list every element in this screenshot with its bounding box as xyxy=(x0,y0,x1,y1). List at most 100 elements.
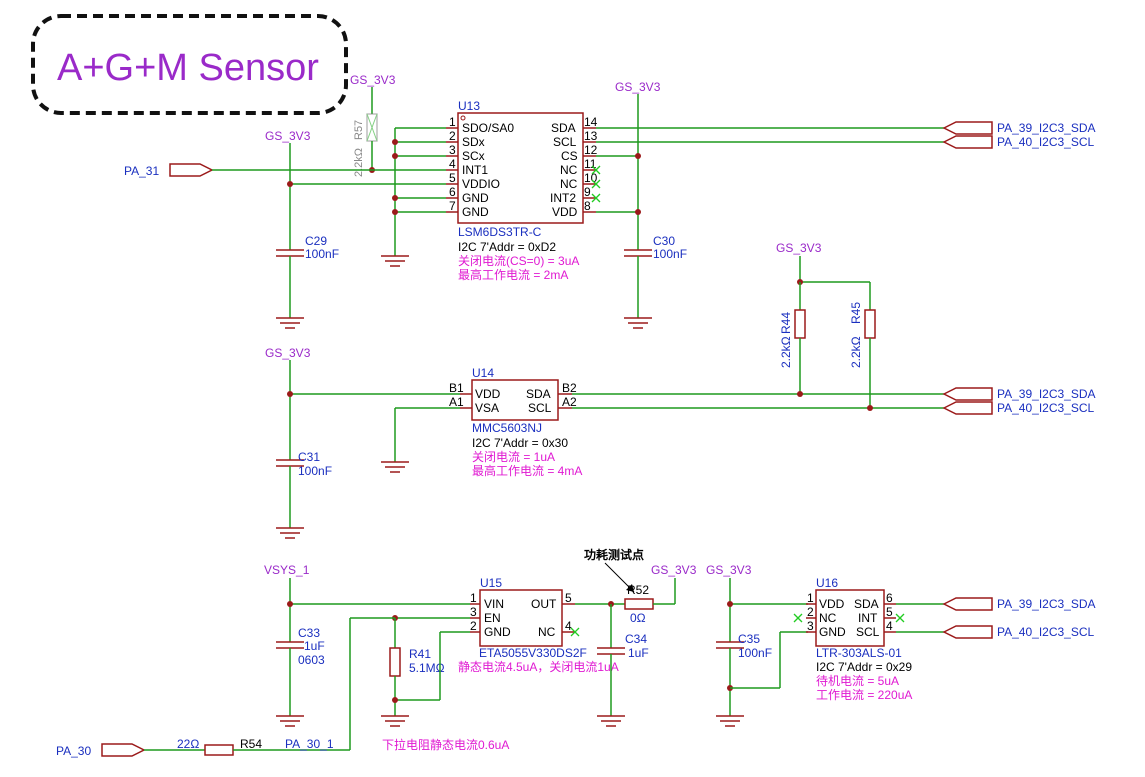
c29-value: 100nF xyxy=(305,247,339,261)
u16-note1: 待机电流 = 5uA xyxy=(816,674,899,688)
port-sda-1 xyxy=(942,121,993,135)
no-connect-markers xyxy=(591,165,601,203)
net-label-scl-3: PA_40_I2C3_SCL xyxy=(997,625,1095,639)
ground-symbol xyxy=(597,715,625,727)
svg-text:8: 8 xyxy=(584,199,591,213)
svg-text:4: 4 xyxy=(565,619,572,633)
svg-text:CS: CS xyxy=(561,149,578,163)
svg-text:12: 12 xyxy=(584,143,598,157)
svg-text:GND: GND xyxy=(462,191,489,205)
svg-text:5: 5 xyxy=(449,171,456,185)
net-label-sda-3: PA_39_I2C3_SDA xyxy=(997,597,1096,611)
r54-value: 22Ω xyxy=(177,737,199,751)
svg-text:SCL: SCL xyxy=(856,625,880,639)
u15-part: ETA5055V330DS2F xyxy=(479,646,587,660)
svg-text:INT: INT xyxy=(858,611,878,625)
svg-text:SDA: SDA xyxy=(854,597,879,611)
u16-note2: 工作电流 = 220uA xyxy=(816,688,912,702)
svg-text:SDO/SA0: SDO/SA0 xyxy=(462,121,514,135)
svg-text:A1: A1 xyxy=(449,395,464,409)
svg-text:SDA: SDA xyxy=(551,121,576,135)
svg-text:4: 4 xyxy=(449,157,456,171)
svg-text:VDD: VDD xyxy=(819,597,845,611)
net-label-gs3v3-left: GS_3V3 xyxy=(265,129,311,143)
svg-text:VDD: VDD xyxy=(552,205,578,219)
net-label-gs3v3-u16: GS_3V3 xyxy=(706,563,752,577)
r44-value: 2.2kΩ xyxy=(779,336,793,368)
svg-text:VDDIO: VDDIO xyxy=(462,177,500,191)
r44-resistor xyxy=(794,309,806,339)
c35-value: 100nF xyxy=(738,646,772,660)
r41-value: 5.1MΩ xyxy=(409,661,445,675)
net-label-sda-2: PA_39_I2C3_SDA xyxy=(997,387,1096,401)
u13-ref: U13 xyxy=(458,99,480,113)
page-title: A+G+M Sensor xyxy=(57,47,319,89)
u14-note2: 最高工作电流 = 4mA xyxy=(472,463,582,478)
r45-resistor xyxy=(864,309,876,339)
svg-text:GND: GND xyxy=(819,625,846,639)
svg-text:1: 1 xyxy=(470,591,477,605)
r54-ref: R54 xyxy=(240,737,262,751)
svg-text:INT1: INT1 xyxy=(462,163,488,177)
r45-value: 2.2kΩ xyxy=(849,336,863,368)
c35-ref: C35 xyxy=(738,632,760,646)
net-label-scl-1: PA_40_I2C3_SCL xyxy=(997,135,1095,149)
svg-text:6: 6 xyxy=(886,591,893,605)
u13-left-pins: 1 2 3 4 5 6 7 SDO/SA0 SDx SCx INT1 VDDIO… xyxy=(446,115,514,219)
r57-ref: R57 xyxy=(353,120,365,140)
u16-addr: I2C 7'Addr = 0x29 xyxy=(816,660,912,674)
net-label-pa30: PA_30 xyxy=(56,744,91,758)
u13-note2: 最高工作电流 = 2mA xyxy=(458,267,568,282)
svg-text:6: 6 xyxy=(449,185,456,199)
net-label-scl-2: PA_40_I2C3_SCL xyxy=(997,401,1095,415)
u16-part: LTR-303ALS-01 xyxy=(816,646,902,660)
r41-ref: R41 xyxy=(409,647,431,661)
port-scl-1 xyxy=(942,135,993,149)
net-label-gs3v3-pullup: GS_3V3 xyxy=(776,241,822,255)
u14-ref: U14 xyxy=(472,366,494,380)
svg-text:OUT: OUT xyxy=(531,597,557,611)
r41-resistor xyxy=(389,647,401,677)
net-label-gs3v3-u13: GS_3V3 xyxy=(615,80,661,94)
svg-text:VIN: VIN xyxy=(484,597,504,611)
svg-text:4: 4 xyxy=(886,619,893,633)
svg-text:NC: NC xyxy=(560,177,578,191)
c33-ref: C33 xyxy=(298,626,320,640)
ground-symbol xyxy=(381,255,409,267)
u14-chip xyxy=(471,379,559,421)
u14-note1: 关闭电流 = 1uA xyxy=(472,450,555,464)
svg-text:2: 2 xyxy=(470,619,477,633)
u13-part: LSM6DS3TR-C xyxy=(458,225,542,239)
svg-text:5: 5 xyxy=(565,591,572,605)
pulldown-note: 下拉电阻静态电流0.6uA xyxy=(382,737,509,752)
svg-text:B2: B2 xyxy=(562,381,577,395)
r44-ref: R44 xyxy=(779,312,793,334)
no-connect-markers xyxy=(793,613,905,623)
ground-symbol xyxy=(624,317,652,329)
r45-ref: R45 xyxy=(849,302,863,324)
svg-text:EN: EN xyxy=(484,611,501,625)
svg-text:NC: NC xyxy=(538,625,556,639)
net-label-vsys1: VSYS_1 xyxy=(264,563,310,577)
net-label-gs3v3-u14: GS_3V3 xyxy=(265,346,311,360)
svg-text:5: 5 xyxy=(886,605,893,619)
c30-ref: C30 xyxy=(653,234,675,248)
net-label-gs3v3-ldo: GS_3V3 xyxy=(651,563,697,577)
port-scl-2 xyxy=(942,401,993,415)
c33-package: 0603 xyxy=(298,653,325,667)
svg-text:1: 1 xyxy=(449,115,456,129)
svg-text:A2: A2 xyxy=(562,395,577,409)
u13-right-pins: 14 13 12 11 10 9 8 SDA SCL CS NC NC INT2… xyxy=(550,115,598,219)
ground-symbol xyxy=(716,715,744,727)
port-pa30 xyxy=(101,743,146,757)
u15-note: 静态电流4.5uA，关闭电流1uA xyxy=(458,660,619,674)
u14-addr: I2C 7'Addr = 0x30 xyxy=(472,436,568,450)
svg-text:INT2: INT2 xyxy=(550,191,576,205)
svg-text:NC: NC xyxy=(560,163,578,177)
svg-text:2: 2 xyxy=(807,605,814,619)
c30-value: 100nF xyxy=(653,247,687,261)
svg-text:13: 13 xyxy=(584,129,598,143)
u13-note1: 关闭电流(CS=0) = 3uA xyxy=(458,254,579,268)
c31-ref: C31 xyxy=(298,450,320,464)
